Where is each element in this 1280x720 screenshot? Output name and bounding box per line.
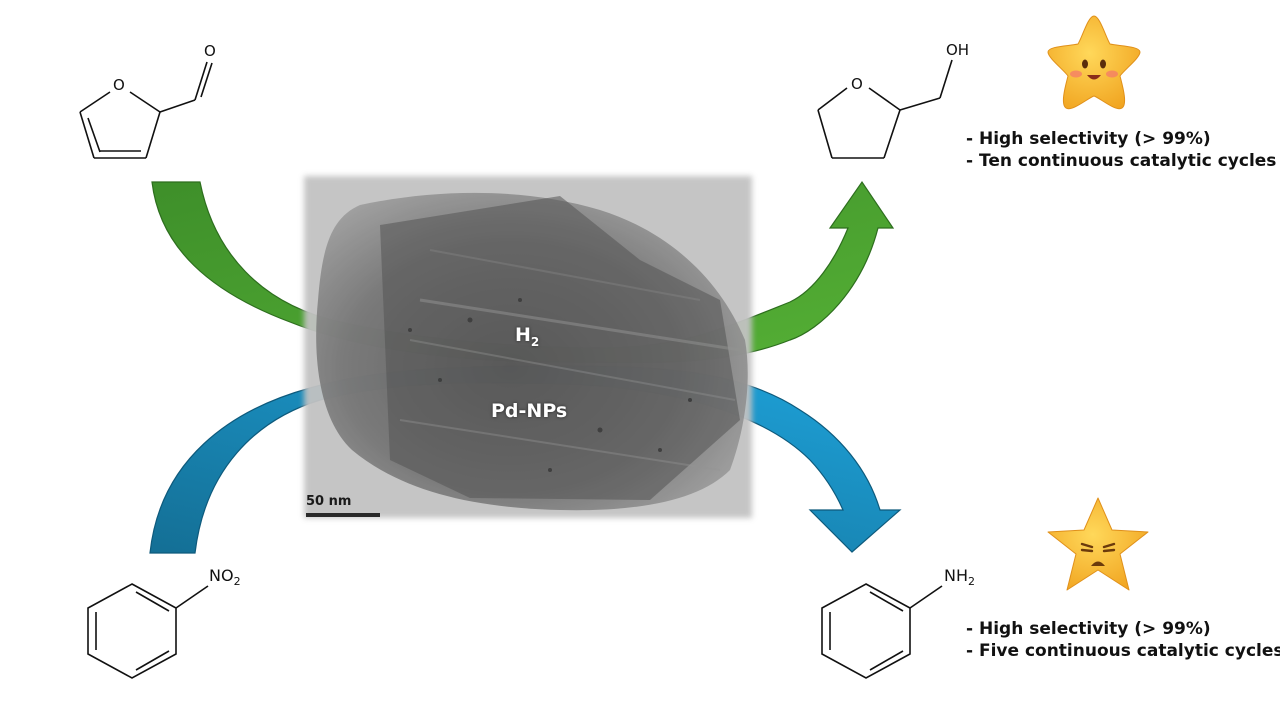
nitro-group-main: NO — [209, 566, 234, 585]
tem-image — [304, 176, 752, 518]
hydrogen-label-main: H — [515, 324, 531, 346]
nitro-group-subscript: 2 — [233, 575, 241, 589]
amino-group-label: NH2 — [944, 566, 975, 588]
catalyst-label: Pd-NPs — [491, 400, 568, 422]
hydrogen-label: H2 — [515, 324, 539, 349]
furfural-molecule — [79, 61, 213, 159]
hydrogen-label-subscript: 2 — [530, 334, 540, 349]
top-result-notes: - High selectivity (> 99%) - Ten continu… — [966, 128, 1276, 172]
bottom-result-notes: - High selectivity (> 99%) - Five contin… — [966, 618, 1280, 662]
happy-star-icon — [1047, 15, 1141, 110]
thfa-molecule — [817, 59, 953, 159]
furfural-carbonyl-oxygen: O — [204, 42, 216, 60]
top-result-selectivity: - High selectivity (> 99%) — [966, 129, 1211, 149]
thfa-hydroxyl: OH — [946, 41, 969, 59]
furfural-ring-oxygen: O — [113, 76, 125, 94]
top-result-cycles: - Ten continuous catalytic cycles — [966, 151, 1277, 171]
nitrobenzene-molecule — [87, 583, 209, 679]
bottom-result-cycles: - Five continuous catalytic cycles — [966, 641, 1280, 661]
amino-group-subscript: 2 — [968, 575, 975, 589]
scale-bar-label: 50 nm — [306, 494, 352, 509]
bottom-result-selectivity: - High selectivity (> 99%) — [966, 619, 1211, 639]
thfa-ring-oxygen: O — [851, 75, 863, 93]
sad-star-icon — [1047, 497, 1149, 591]
amino-group-main: NH — [944, 566, 968, 585]
scale-bar — [306, 513, 380, 517]
aniline-molecule — [821, 583, 943, 679]
nitro-group-label: NO2 — [209, 566, 241, 588]
